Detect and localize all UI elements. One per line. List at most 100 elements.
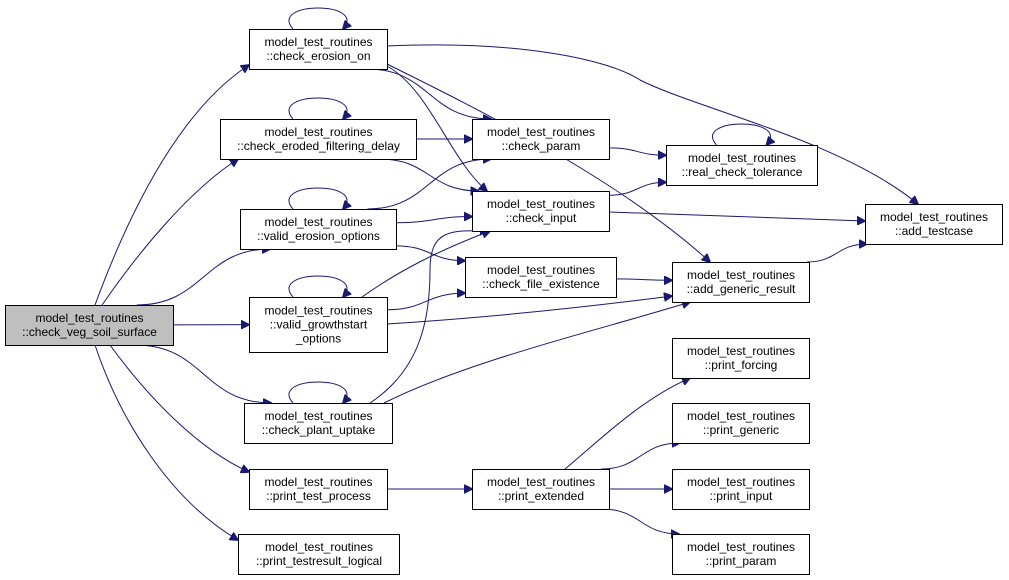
edge-check_erosion_on-to-add_testcase — [386, 44, 918, 204]
node-box — [244, 403, 393, 444]
node-print-forcing[interactable]: model_test_routines::print_forcing — [672, 338, 810, 379]
node-label-line: ::check_veg_soil_surface — [22, 325, 157, 339]
node-check-plant-uptake[interactable]: model_test_routines::check_plant_uptake — [244, 403, 393, 444]
edge-check_input-to-real_check_tolerance — [608, 182, 666, 196]
edge-check_file_existence-to-add_generic_result — [615, 279, 672, 280]
node-box — [220, 119, 417, 160]
node-print-generic[interactable]: model_test_routines::print_generic — [672, 403, 810, 444]
edge-print_extended-to-print_param — [602, 508, 679, 534]
node-label-line: ::print_forcing — [705, 358, 778, 372]
node-label-line: ::add_testcase — [895, 224, 973, 238]
edge-check_veg_soil_surface-to-print_test_process — [109, 344, 249, 472]
node-label-line: model_test_routines — [264, 125, 372, 139]
node-print-param[interactable]: model_test_routines::print_param — [672, 534, 810, 575]
node-label-line: ::print_param — [706, 554, 777, 568]
node-box — [472, 119, 610, 160]
node-check-erosion-on[interactable]: model_test_routines::check_erosion_on — [249, 29, 388, 70]
edge-valid_growthstart_options-to-check_input — [361, 231, 490, 298]
edge-valid_growthstart_options-to-check_file_existence — [386, 293, 465, 311]
node-print-test-process[interactable]: model_test_routines::print_test_process — [249, 469, 388, 510]
node-add-generic-result[interactable]: model_test_routines::add_generic_result — [672, 262, 810, 303]
edge-valid_erosion_options-to-valid_erosion_options — [288, 187, 347, 209]
edge-check_input-to-add_testcase — [608, 211, 865, 221]
node-print-extended[interactable]: model_test_routines::print_extended — [472, 469, 610, 510]
node-box — [672, 469, 810, 510]
node-check-param[interactable]: model_test_routines::check_param — [472, 119, 610, 160]
node-label-line: ::print_extended — [498, 489, 584, 503]
node-label-line: model_test_routines — [687, 540, 795, 554]
node-label-line: model_test_routines — [688, 151, 796, 165]
nodes-layer: model_test_routines::check_veg_soil_surf… — [5, 29, 1003, 575]
edge-check_plant_uptake-to-check_plant_uptake — [288, 381, 347, 403]
node-label-line: ::print_generic — [703, 423, 779, 437]
node-label-line: ::check_input — [506, 211, 577, 225]
node-add-testcase[interactable]: model_test_routines::add_testcase — [865, 204, 1003, 245]
node-print-testresult-logical[interactable]: model_test_routines::print_testresult_lo… — [238, 534, 400, 575]
edge-valid_erosion_options-to-check_input — [395, 217, 472, 224]
node-label-line: model_test_routines — [265, 540, 373, 554]
node-label-line: ::check_file_existence — [482, 277, 600, 291]
node-label-line: ::valid_growthstart — [270, 318, 368, 332]
node-label-line: model_test_routines — [264, 35, 372, 49]
node-label-line: model_test_routines — [687, 409, 795, 423]
edge-check_erosion_on-to-check_param — [367, 68, 491, 119]
node-box — [472, 191, 610, 232]
edge-check_veg_soil_surface-to-check_erosion_on — [94, 65, 249, 306]
edge-check_erosion_on-to-check_input — [386, 65, 487, 191]
node-label-line: model_test_routines — [880, 210, 988, 224]
node-label-line: model_test_routines — [487, 475, 595, 489]
edge-check_erosion_on-to-add_generic_result — [386, 63, 710, 262]
edge-check_eroded_filtering_delay-to-check_input — [379, 158, 479, 191]
node-box — [472, 469, 610, 510]
node-box — [240, 209, 397, 250]
node-box — [465, 257, 617, 298]
node-label-line: model_test_routines — [487, 197, 595, 211]
node-label-line: ::print_testresult_logical — [256, 554, 382, 568]
node-print-input[interactable]: model_test_routines::print_input — [672, 469, 810, 510]
edge-check_eroded_filtering_delay-to-check_eroded_filtering_delay — [288, 97, 347, 119]
edge-check_veg_soil_surface-to-check_eroded_filtering_delay — [101, 159, 238, 306]
node-check-file-existence[interactable]: model_test_routines::check_file_existenc… — [465, 257, 617, 298]
edge-check_veg_soil_surface-to-valid_erosion_options — [136, 249, 271, 306]
node-box — [5, 305, 174, 346]
node-label-line: ::print_test_process — [266, 489, 371, 503]
edge-check_erosion_on-to-check_erosion_on — [288, 7, 347, 29]
node-valid-erosion-options[interactable]: model_test_routines::valid_erosion_optio… — [240, 209, 397, 250]
node-box — [249, 29, 388, 70]
edge-valid_growthstart_options-to-valid_growthstart_options — [288, 275, 347, 297]
edge-print_extended-to-print_generic — [601, 443, 680, 470]
edge-check_veg_soil_surface-to-print_testresult_logical — [94, 344, 238, 540]
node-box — [672, 534, 810, 575]
node-box — [672, 338, 810, 379]
node-check-veg-soil-surface[interactable]: model_test_routines::check_veg_soil_surf… — [5, 305, 174, 346]
edges-layer — [94, 7, 918, 540]
node-valid-growthstart-options[interactable]: model_test_routines::valid_growthstart_o… — [249, 297, 388, 353]
edge-check_plant_uptake-to-check_input — [369, 231, 488, 404]
node-label-line: ::valid_erosion_options — [257, 229, 380, 243]
node-label-line: ::check_plant_uptake — [262, 423, 376, 437]
edge-check_plant_uptake-to-add_generic_result — [383, 302, 690, 404]
node-label-line: model_test_routines — [487, 125, 595, 139]
edge-real_check_tolerance-to-real_check_tolerance — [712, 123, 770, 145]
node-label-line: model_test_routines — [264, 409, 372, 423]
node-label-line: model_test_routines — [264, 475, 372, 489]
node-real-check-tolerance[interactable]: model_test_routines::real_check_toleranc… — [666, 145, 818, 186]
node-label-line: model_test_routines — [264, 215, 372, 229]
node-check-input[interactable]: model_test_routines::check_input — [472, 191, 610, 232]
node-box — [238, 534, 400, 575]
node-label-line: ::check_erosion_on — [266, 49, 370, 63]
node-box — [865, 204, 1003, 245]
edge-check_veg_soil_surface-to-check_plant_uptake — [135, 344, 272, 403]
node-box — [672, 403, 810, 444]
node-label-line: model_test_routines — [687, 475, 795, 489]
node-label-line: ::check_param — [502, 139, 581, 153]
edge-print_extended-to-print_forcing — [564, 378, 690, 470]
node-label-line: model_test_routines — [35, 311, 143, 325]
node-check-eroded-filtering-delay[interactable]: model_test_routines::check_eroded_filter… — [220, 119, 417, 160]
node-box — [666, 145, 818, 186]
edge-valid_erosion_options-to-check_param — [367, 159, 491, 210]
node-label-line: model_test_routines — [487, 263, 595, 277]
edge-add_generic_result-to-add_testcase — [807, 244, 867, 263]
node-label-line: model_test_routines — [687, 344, 795, 358]
